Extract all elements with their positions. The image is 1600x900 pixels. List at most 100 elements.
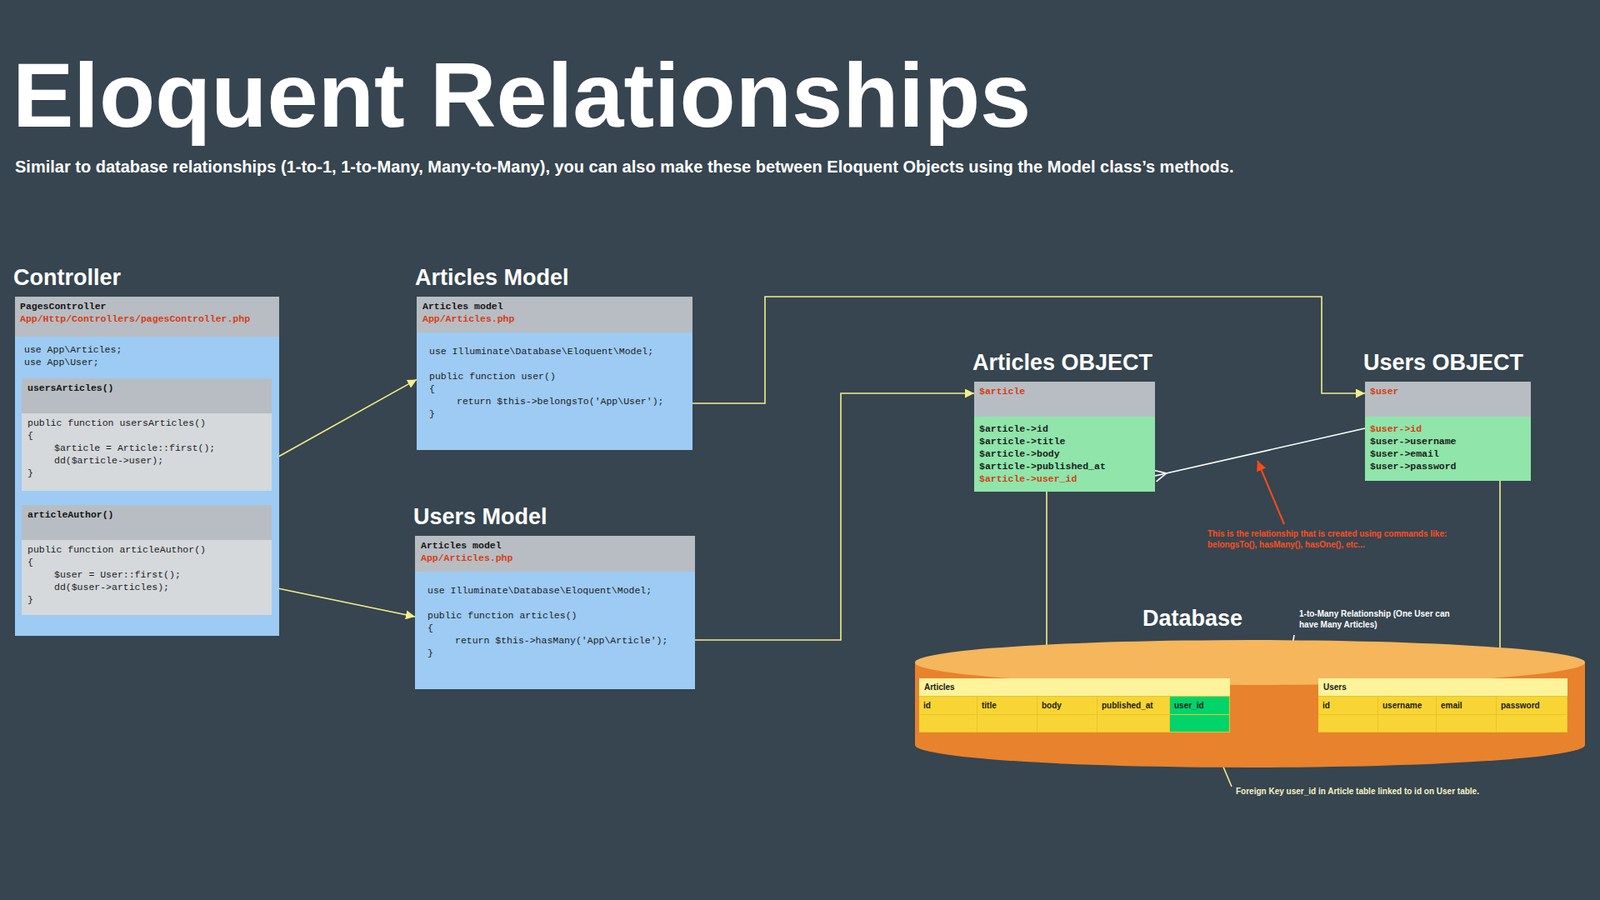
code-line: $user = User::first(); xyxy=(54,568,181,581)
page-caption: Similar to database relationships (1-to-… xyxy=(15,156,1235,177)
code-line: use App\Articles; xyxy=(24,343,122,356)
header-text: App/Articles.php xyxy=(420,551,513,565)
header-text: usersArticles() xyxy=(27,381,115,395)
leader-line xyxy=(1257,460,1285,525)
code-line: $article->user_id xyxy=(979,472,1077,485)
object-box: Users OBJECT$user$user->id$user->usernam… xyxy=(1365,381,1531,481)
header-band: Articles modelApp/Articles.php xyxy=(416,296,693,333)
connector xyxy=(695,393,975,640)
table-row: idusernameemailpassword xyxy=(1318,696,1568,715)
code-line: public function articles() xyxy=(427,609,577,622)
header-text: PagesController xyxy=(20,300,107,313)
table-title: Articles xyxy=(919,678,1230,697)
body-area: use Illuminate\Database\Eloquent\Model; p… xyxy=(416,332,693,427)
code-line: $article = Article::first(); xyxy=(54,441,215,455)
section-heading: Articles Model xyxy=(415,265,570,290)
code-line: public function articleAuthor() xyxy=(27,543,206,556)
table-cell: id xyxy=(1318,696,1379,715)
table-cell: title xyxy=(977,696,1038,715)
table-cell: email xyxy=(1436,696,1497,715)
code-line: $user->password xyxy=(1370,460,1457,473)
code-line: return $this->hasMany('App\Article'); xyxy=(455,634,668,647)
code-line: { xyxy=(429,382,435,395)
table-row: idtitlebodypublished_atuser_id xyxy=(919,696,1230,715)
body-area: use App\Articles;use App\User; xyxy=(15,336,280,375)
section-heading: Users Model xyxy=(413,504,548,530)
table-cell-empty xyxy=(1436,715,1497,733)
body-area: public function usersArticles(){ $article… xyxy=(21,413,272,485)
page-title: Eloquent Relationships xyxy=(12,44,1031,145)
body-area: $user->id$user->username$user->email$use… xyxy=(1365,416,1531,478)
table-cell-empty xyxy=(919,715,978,733)
connector xyxy=(271,587,415,618)
controller-panel: ControllerPagesControllerApp/Http/Contro… xyxy=(15,296,280,636)
code-line: $article->id xyxy=(979,422,1049,435)
code-line: } xyxy=(427,646,434,660)
method-box: usersArticles() public function usersArti… xyxy=(21,378,272,491)
table-cell-empty xyxy=(1318,715,1379,733)
header-band: $user xyxy=(1365,381,1531,417)
connector xyxy=(271,379,417,460)
table-title: Users xyxy=(1318,678,1568,697)
header-text: App/Http/Controllers/pagesController.php xyxy=(20,312,250,325)
code-line: $user->email xyxy=(1370,447,1440,460)
table-cell: username xyxy=(1378,696,1437,715)
object-box: Articles OBJECT$article$article->id$arti… xyxy=(974,381,1155,492)
table-cell: id xyxy=(919,696,978,715)
header-text: App/Articles.php xyxy=(422,312,515,325)
db-table: Usersidusernameemailpassword xyxy=(1318,678,1568,733)
table-cell-empty xyxy=(1170,715,1230,733)
annotation-note: This is the relationship that is created… xyxy=(1207,528,1475,550)
code-line: } xyxy=(429,407,435,420)
model-box: Users ModelArticles modelApp/Articles.ph… xyxy=(415,535,695,690)
header-text: $article xyxy=(979,385,1025,398)
code-line: dd($user->articles); xyxy=(54,580,170,594)
header-text: Articles model xyxy=(422,300,504,313)
code-line: $article->title xyxy=(979,435,1066,448)
section-heading: Users OBJECT xyxy=(1363,350,1524,375)
header-text: $user xyxy=(1370,385,1400,398)
database-cylinder: DatabaseArticlesidtitlebodypublished_atu… xyxy=(915,640,1585,768)
section-heading: Controller xyxy=(13,265,121,290)
table-row xyxy=(1318,715,1568,733)
code-line: { xyxy=(27,429,34,442)
header-text: articleAuthor() xyxy=(27,508,115,521)
header-band: articleAuthor() xyxy=(21,505,272,540)
code-line: $user->username xyxy=(1370,435,1457,448)
code-line: } xyxy=(27,593,34,606)
code-line: } xyxy=(27,466,34,480)
body-area: public function articleAuthor(){ $user = … xyxy=(21,540,272,611)
section-heading: Database xyxy=(1142,605,1243,631)
crows-foot xyxy=(1153,470,1166,482)
db-table: Articlesidtitlebodypublished_atuser_id xyxy=(919,678,1230,733)
foreign-key-note: Foreign Key user_id in Article table lin… xyxy=(1235,785,1480,797)
code-line: public function user() xyxy=(429,370,556,383)
table-cell-empty xyxy=(1097,715,1170,733)
code-line: { xyxy=(427,621,434,635)
code-line: $user->id xyxy=(1370,422,1422,435)
connector xyxy=(1155,428,1365,476)
table-cell: password xyxy=(1496,696,1568,715)
code-line: return $this->belongsTo('App\User'); xyxy=(456,395,664,408)
code-line: use Illuminate\Database\Eloquent\Model; xyxy=(427,584,652,597)
body-area: use Illuminate\Database\Eloquent\Model; p… xyxy=(415,571,695,666)
code-line: public function usersArticles() xyxy=(27,416,206,430)
table-cell: published_at xyxy=(1097,696,1170,715)
code-line: { xyxy=(27,555,34,569)
header-band: PagesControllerApp/Http/Controllers/page… xyxy=(15,296,280,337)
code-line: dd($article->user); xyxy=(54,454,164,467)
header-text: Articles model xyxy=(420,539,502,552)
section-heading: Articles OBJECT xyxy=(972,350,1153,375)
header-band: $article xyxy=(974,381,1155,417)
code-line: $article->body xyxy=(979,447,1060,460)
code-line: $article->published_at xyxy=(979,460,1106,473)
table-row xyxy=(919,715,1230,733)
header-band: usersArticles() xyxy=(21,378,272,414)
table-cell: user_id xyxy=(1170,696,1230,715)
code-line: use Illuminate\Database\Eloquent\Model; xyxy=(429,345,654,358)
body-area: $article->id$article->title$article->bod… xyxy=(974,416,1155,490)
code-line: use App\User; xyxy=(24,355,100,369)
header-band: Articles modelApp/Articles.php xyxy=(415,535,695,572)
table-cell-empty xyxy=(1496,715,1568,733)
